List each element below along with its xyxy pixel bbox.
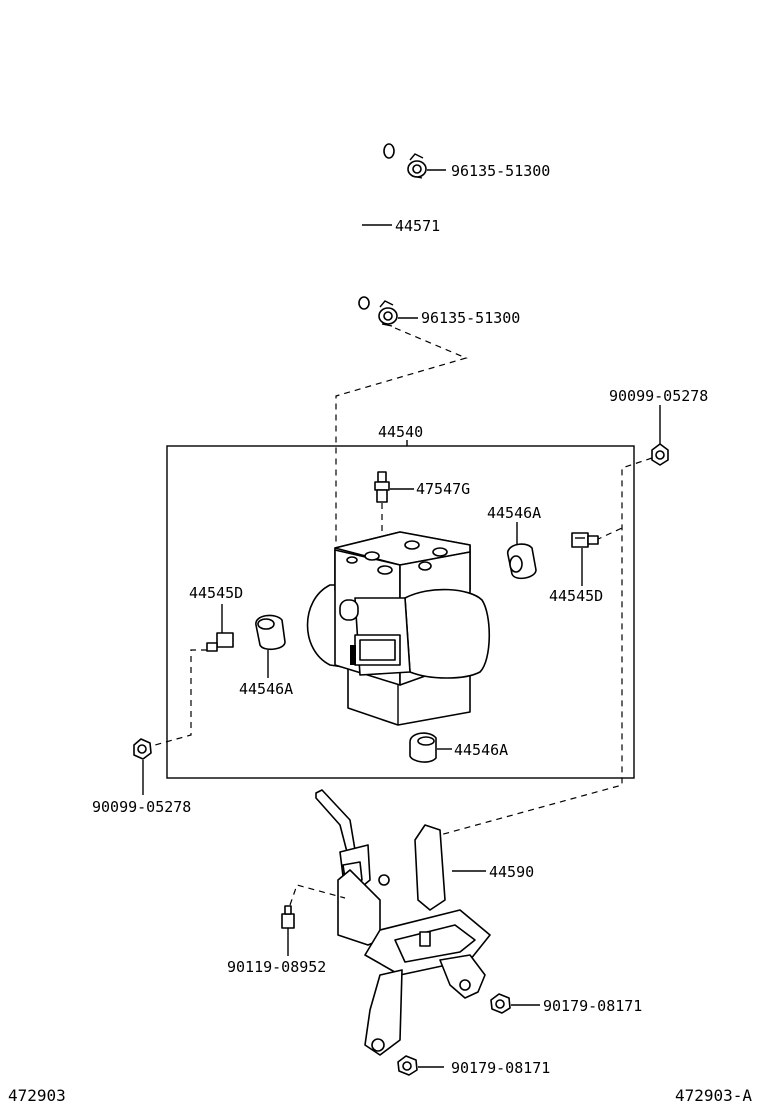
label-bleeder: 47547G bbox=[416, 480, 470, 498]
label-bolt-right: 44545D bbox=[549, 587, 603, 605]
label-cushion-bottom: 44546A bbox=[454, 741, 508, 759]
label-nut-bracket-bottom: 90179-08171 bbox=[451, 1059, 550, 1077]
clip-top bbox=[407, 153, 427, 179]
nut-bracket-bottom bbox=[397, 1055, 418, 1076]
bracket-44590 bbox=[315, 789, 491, 1056]
nut-bracket-right bbox=[490, 993, 511, 1014]
cushion-bottom bbox=[409, 732, 437, 763]
label-nut-bracket-right: 90179-08171 bbox=[543, 997, 642, 1015]
label-cushion-left: 44546A bbox=[239, 680, 293, 698]
actuator-body bbox=[306, 531, 491, 726]
bolt-bracket bbox=[281, 905, 295, 929]
label-nut-left-bottom: 90099-05278 bbox=[92, 798, 191, 816]
label-bolt-bracket: 90119-08952 bbox=[227, 958, 326, 976]
bleeder-plug bbox=[374, 471, 390, 535]
cushion-left bbox=[255, 614, 286, 651]
label-bracket: 44590 bbox=[489, 863, 534, 881]
assembly-box bbox=[166, 445, 635, 779]
clip-bottom bbox=[378, 300, 398, 327]
nut-right-top bbox=[651, 443, 669, 466]
bolt-right bbox=[571, 532, 599, 548]
nut-left-bottom bbox=[133, 738, 152, 760]
label-clip-bottom: 96135-51300 bbox=[421, 309, 520, 327]
label-bolt-left: 44545D bbox=[189, 584, 243, 602]
label-nut-right-top: 90099-05278 bbox=[609, 387, 708, 405]
footer-right-code: 472903-A bbox=[675, 1086, 752, 1105]
label-actuator-assy: 44540 bbox=[378, 423, 423, 441]
hose-44571 bbox=[319, 137, 395, 312]
bolt-left bbox=[206, 632, 234, 652]
label-cushion-right: 44546A bbox=[487, 504, 541, 522]
label-clip-top: 96135-51300 bbox=[451, 162, 550, 180]
cushion-right bbox=[507, 543, 537, 580]
footer-left-code: 472903 bbox=[8, 1086, 66, 1105]
label-hose: 44571 bbox=[395, 217, 440, 235]
